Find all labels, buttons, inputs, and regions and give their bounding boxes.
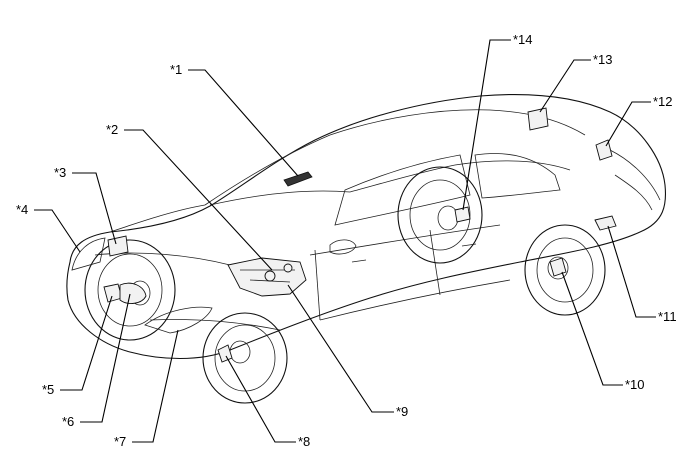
label-6: *6 [62,414,74,429]
leader-12 [605,101,651,147]
car-body [66,94,667,359]
leader-4 [34,209,81,253]
leader-7 [132,329,179,443]
leader-14 [462,39,511,211]
label-3: *3 [54,165,66,180]
part-2-9-assembly [227,257,307,297]
labels: *1 *2 *3 *4 *5 *6 *7 *8 *9 *10 *11 *12 *… [16,32,677,449]
leader-9 [287,284,394,413]
front-left-wheel [84,239,176,341]
label-1: *1 [170,62,182,77]
label-13: *13 [593,52,613,67]
part-12 [595,139,613,161]
part-8 [217,344,233,363]
part-7 [144,306,213,334]
part-5 [103,283,123,303]
leader-1 [188,69,299,177]
front-right-wheel [202,312,288,404]
label-7: *7 [114,434,126,449]
label-5: *5 [42,382,54,397]
rear-left-wheel [397,166,483,264]
part-11 [594,215,617,231]
label-10: *10 [625,377,645,392]
label-12: *12 [653,94,673,109]
part-3 [107,235,129,257]
label-9: *9 [396,404,408,419]
part-14 [454,206,471,223]
part-1 [283,171,313,187]
label-8: *8 [298,434,310,449]
leader-10 [561,271,623,386]
part-6 [119,282,147,304]
leader-5 [60,295,113,391]
rear-right-wheel [524,224,606,316]
label-11: *11 [658,309,677,324]
leader-8 [225,355,296,443]
leader-lines [34,39,656,443]
leader-6 [80,293,131,423]
part-10 [549,257,567,277]
leader-13 [539,59,591,113]
label-4: *4 [16,202,28,217]
leader-3 [72,172,117,245]
components [103,107,617,363]
leader-11 [607,225,656,318]
part-13 [527,107,549,131]
label-14: *14 [513,32,533,47]
leader-2 [124,129,273,271]
label-2: *2 [106,122,118,137]
